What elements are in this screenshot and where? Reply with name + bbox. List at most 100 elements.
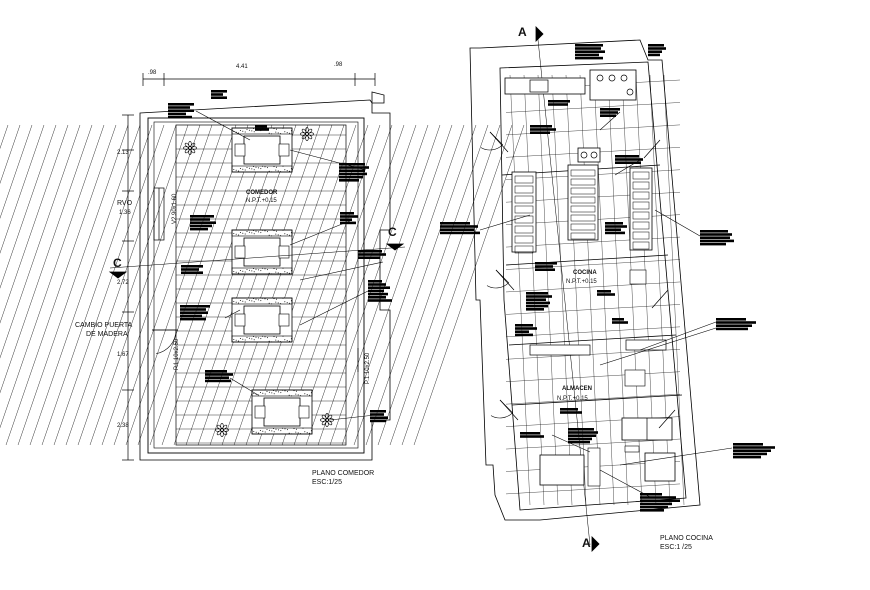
annotation-line (530, 128, 556, 131)
outer-wall-cocina (469, 39, 701, 521)
annotation-line (440, 228, 474, 231)
annotation-line (568, 431, 598, 434)
island-rack (570, 232, 596, 240)
hatch-dot (290, 168, 292, 170)
tile-line (5, 124, 117, 446)
hatch-dot (277, 170, 279, 172)
table-hatch (231, 267, 293, 275)
hatch-dot (266, 337, 268, 339)
note-cocina-14 (612, 318, 628, 324)
hatch-dot (246, 269, 248, 270)
table-top (243, 135, 281, 165)
hatch-dot (244, 339, 246, 341)
annotation-line (575, 53, 599, 57)
hatch-dot (231, 335, 233, 337)
hatch-dot (290, 270, 292, 272)
annotation-line (368, 283, 386, 286)
tile-line (0, 124, 105, 429)
hatch-dot (244, 131, 246, 133)
hatch-dot (253, 169, 255, 171)
hatch-dot (275, 128, 277, 130)
note-cocina-17 (568, 428, 598, 444)
annotation-line (700, 239, 734, 243)
table-top (263, 397, 301, 427)
annotation-line (526, 298, 546, 301)
inner-wall (147, 117, 365, 454)
hatch-dot (275, 230, 277, 232)
annotation-line (568, 428, 594, 431)
hatch-dot (231, 165, 233, 167)
hatch-dot (273, 166, 275, 168)
note-comedor-2 (211, 90, 227, 99)
tile-line (377, 124, 489, 446)
hatch-dot (260, 338, 262, 340)
annotation-line (368, 299, 392, 302)
annotation-line (358, 256, 380, 259)
hatch-dot (242, 300, 244, 302)
dim-top-middle: 4.41 (236, 64, 248, 70)
hatch-dot (266, 299, 268, 301)
tile-line (185, 124, 297, 446)
note-cocina-6 (548, 100, 570, 106)
comedor-room-level: N.P.T.+0.15 (246, 198, 277, 204)
hatch-dot (297, 394, 299, 396)
hatch-dot (262, 165, 264, 167)
annotation-line (733, 452, 767, 456)
tile-line (505, 102, 681, 113)
hatch-dot (273, 230, 275, 232)
hatch-dot (235, 339, 237, 341)
hatch-dot (277, 340, 279, 342)
hatch-dot (273, 128, 275, 130)
hatch-dot (239, 270, 241, 271)
door-swing (490, 399, 514, 419)
leader-line (299, 261, 384, 281)
comedor-scale: ESC:1/25 (312, 479, 342, 486)
leader-line (224, 309, 241, 319)
hatch-dot (295, 393, 297, 395)
island-rack (570, 178, 596, 186)
annotation-line (180, 317, 206, 321)
window-label: V2.90x1.60 (172, 193, 178, 224)
annotation-line (640, 502, 672, 506)
hatch-dot (253, 431, 255, 432)
annotation-line (560, 411, 582, 414)
note-comedor-11 (368, 280, 392, 302)
hatch-dot (257, 337, 259, 339)
hatch-dot (248, 299, 250, 301)
leader-line (599, 469, 651, 498)
hatch-dot (262, 297, 264, 299)
note-cocina-20 (640, 493, 680, 512)
annotation-line (700, 230, 728, 233)
hatch-dot (280, 341, 282, 343)
tile-line (197, 124, 309, 446)
cabinet-shelf (632, 241, 650, 250)
hatch-dot (284, 233, 286, 235)
tile-line (53, 124, 165, 446)
hatch-dot (284, 390, 286, 392)
appliance-bottom-right (644, 452, 676, 482)
annotation-line (526, 295, 552, 298)
hatch-dot (253, 298, 255, 299)
annotation-line (340, 212, 354, 215)
hatch-dot (286, 302, 288, 304)
hatch-dot (235, 271, 237, 273)
dim-left-5: 2.38 (117, 423, 129, 429)
hatch-dot (253, 268, 255, 269)
hatch-dot (264, 431, 266, 433)
hatch-dot (231, 127, 233, 129)
annotation-line (190, 221, 216, 224)
note-comedor-5 (180, 305, 210, 321)
annotation-line (180, 305, 210, 308)
almacen-level: N.P.T.+0.15 (557, 396, 588, 402)
hatch-dot (248, 167, 250, 169)
tile-line (505, 304, 681, 315)
plano-comedor (0, 73, 525, 461)
hatch-dot (233, 169, 235, 170)
annotation-line (640, 505, 668, 509)
annotation-line (211, 96, 227, 99)
hatch-dot (280, 235, 282, 237)
hatch-dot (273, 390, 275, 391)
leader-line (639, 321, 717, 351)
hatch-dot (282, 297, 284, 299)
note-cocina-5 (530, 125, 556, 134)
